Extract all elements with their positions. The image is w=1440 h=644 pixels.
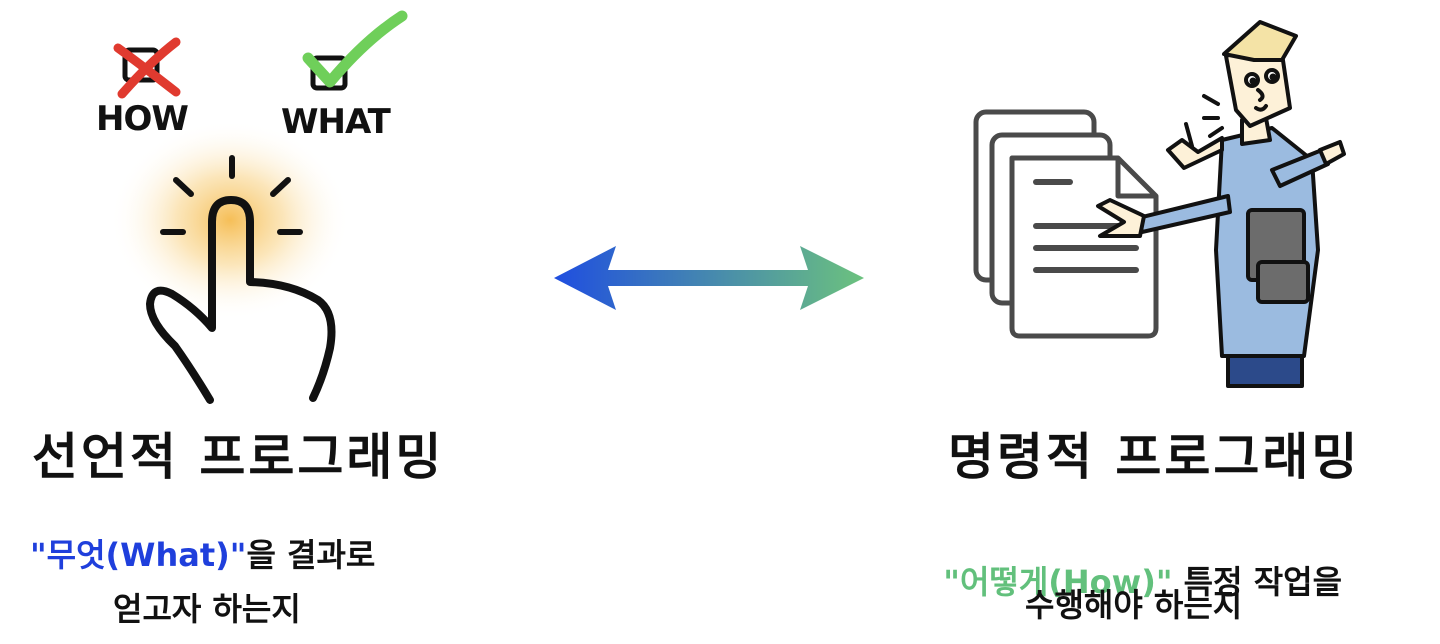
imperative-title: 명령적 프로그래밍 xyxy=(948,428,1361,486)
declarative-highlight: "무엇(What)" xyxy=(30,536,247,574)
imperative-highlight: "어떻게(How)" xyxy=(943,563,1173,601)
how-option-label: HOW xyxy=(96,99,189,139)
what-option-label: WHAT xyxy=(281,102,391,142)
declarative-description-line2: 얻고자 하는지 xyxy=(113,590,301,628)
cross-icon xyxy=(113,37,181,99)
imperative-description-line2: 수행해야 하는지 xyxy=(1025,586,1243,624)
imperative-illustration xyxy=(960,0,1360,400)
declarative-illustration xyxy=(0,0,520,420)
imperative-description-line1: "어떻게(How)" 특정 작업을 xyxy=(921,534,1342,598)
double-arrow-icon xyxy=(550,240,870,320)
declarative-title: 선언적 프로그래밍 xyxy=(32,428,445,486)
declarative-description-line1: "무엇(What)"을 결과로 xyxy=(30,539,375,571)
check-icon xyxy=(302,10,408,91)
tap-glow xyxy=(110,120,350,320)
declarative-description-rest: 을 결과로 xyxy=(246,536,376,574)
tap-hand-icon xyxy=(146,196,336,404)
imperative-description-rest: 특정 작업을 xyxy=(1172,563,1343,601)
tap-rays xyxy=(160,155,303,235)
presenter-icon xyxy=(1096,20,1346,388)
